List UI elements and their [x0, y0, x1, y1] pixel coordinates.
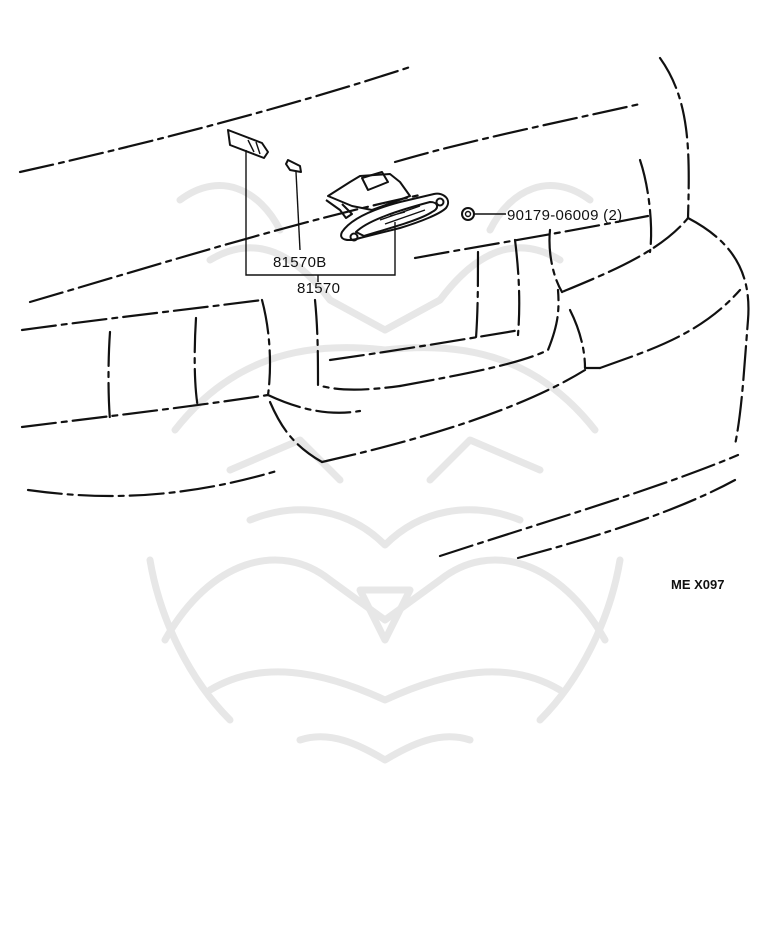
- lamp-assembly-icon: [325, 171, 450, 242]
- vehicle-body-outline: [18, 56, 750, 560]
- part-label-90179-06009[interactable]: 90179-06009 (2): [507, 207, 622, 224]
- part-label-81570[interactable]: 81570: [297, 280, 340, 297]
- nut-icon: [461, 207, 475, 221]
- part-label-81570b[interactable]: 81570B: [273, 254, 327, 271]
- samurai-mask-icon: [146, 182, 624, 764]
- bulb-icon: [227, 129, 302, 173]
- leader-lines: [245, 150, 506, 282]
- illustration-code: ME X097: [671, 577, 724, 592]
